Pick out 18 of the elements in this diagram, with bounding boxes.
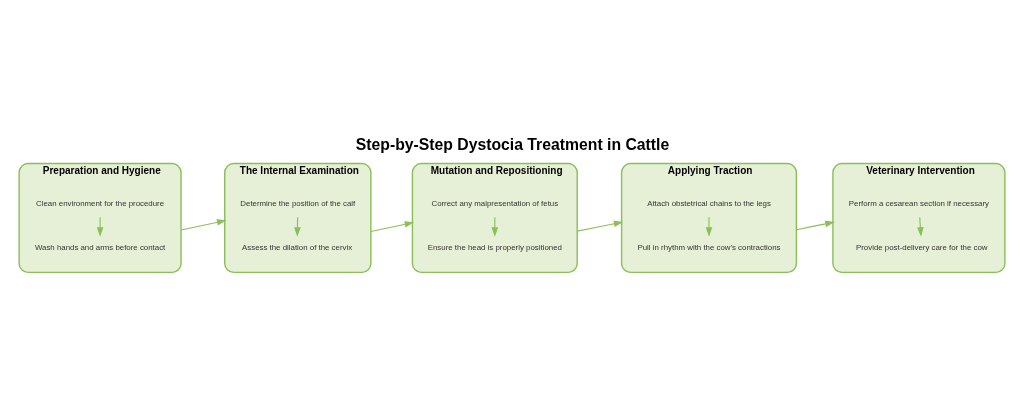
node-text: Wash hands and arms before contact	[34, 242, 166, 252]
arrow	[705, 216, 713, 237]
node-text: Pull in rhythm with the cow's contractions	[637, 242, 781, 252]
arrow	[96, 216, 104, 237]
arrow	[917, 216, 924, 237]
node-text: Attach obstetrical chains to the legs	[647, 198, 771, 208]
node-text: Perform a cesarean section if necessary	[848, 198, 989, 208]
node-text: Clean environment for the procedure	[36, 198, 165, 208]
arrow	[180, 218, 227, 231]
node-text: Assess the dilation of the cervix	[242, 242, 353, 252]
node-text: Determine the position of the calf	[240, 198, 356, 208]
diagram-title: Step-by-Step Dystocia Treatment in Cattle	[355, 135, 670, 153]
arrow	[576, 220, 624, 232]
arrow	[795, 220, 835, 230]
node-text: Ensure the head is properly positioned	[427, 242, 562, 252]
arrow	[370, 220, 415, 232]
node-text: Correct any malpresentation of fetus	[431, 198, 559, 208]
node-text: Provide post-delivery care for the cow	[856, 242, 988, 252]
